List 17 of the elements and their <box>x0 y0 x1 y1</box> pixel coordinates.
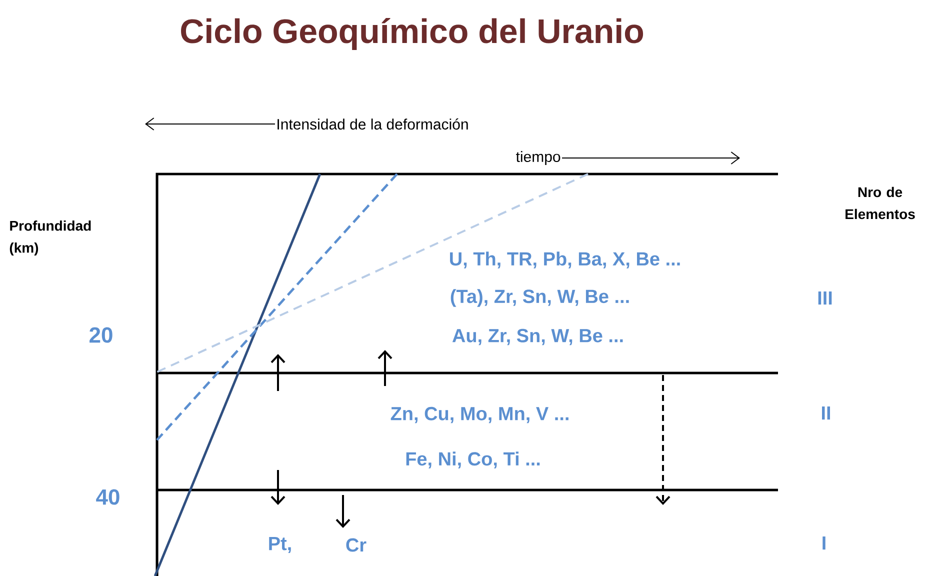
axis-label: Profundidad (km) <box>10 220 91 256</box>
axis-label: Nro de Elementos <box>846 186 915 220</box>
element-list: Zn, Cu, Mo, Mn, V ... <box>390 406 568 424</box>
element-list: I <box>822 536 826 550</box>
title: Ciclo Geoquímico del Uranio <box>181 18 644 50</box>
axis-label: Intensidad de la deformación <box>278 118 468 130</box>
element-list: II <box>822 406 830 420</box>
element-list: Pt, <box>269 537 291 553</box>
element-list: U, Th, TR, Pb, Ba, X, Be ... <box>450 252 680 268</box>
element-list: Au, Zr, Sn, W, Be ... <box>452 328 623 346</box>
depth-label: 40 <box>96 489 120 505</box>
element-list: Fe, Ni, Co, Ti ... <box>406 452 540 468</box>
axis-label: tiempo <box>516 151 560 165</box>
element-list: Cr <box>346 538 366 552</box>
element-list: III <box>818 291 832 305</box>
element-list: (Ta), Zr, Sn, W, Be ... <box>450 289 629 307</box>
depth-label: 20 <box>90 327 112 343</box>
